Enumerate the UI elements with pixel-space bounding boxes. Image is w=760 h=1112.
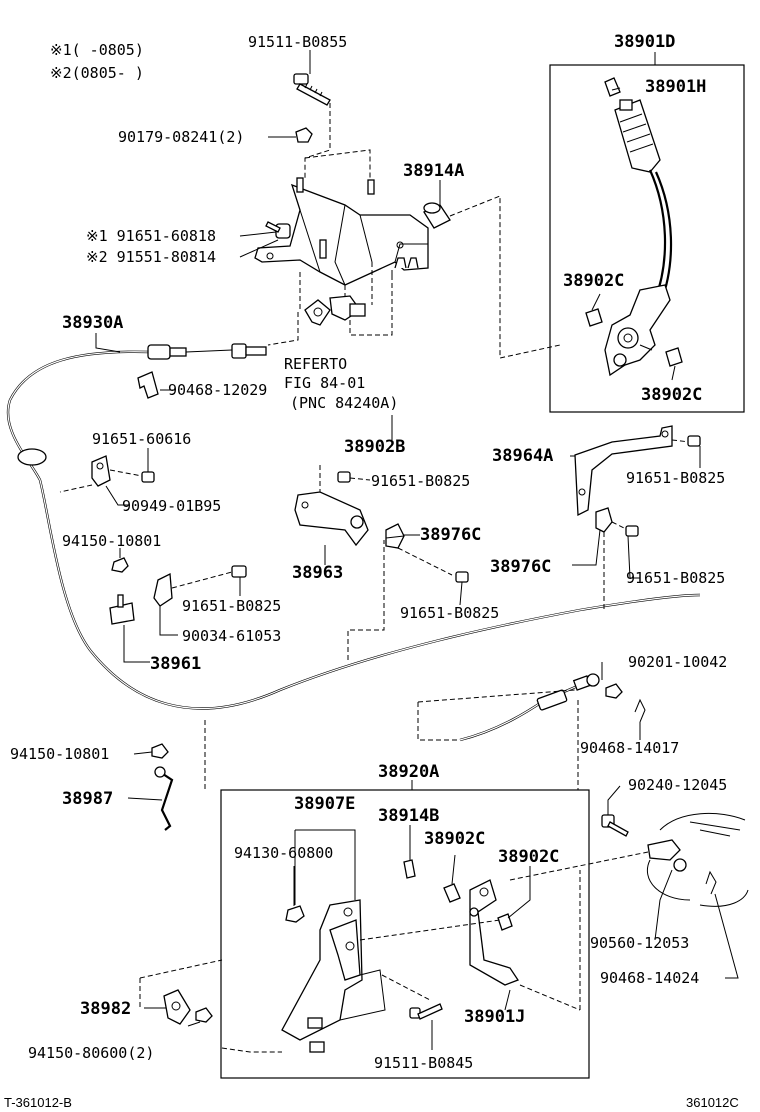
nut-90201-10042	[605, 683, 623, 699]
label-38901d: 38901D	[614, 32, 675, 52]
bracket-38907e	[281, 899, 386, 1053]
clip-90468-14024	[705, 870, 717, 895]
clamp-38976c-a	[385, 523, 405, 549]
bracket-38963	[294, 491, 369, 547]
clamp-90949	[91, 455, 111, 487]
note-1: ※1( -0805)	[50, 41, 144, 59]
nut-90179-08241	[295, 127, 313, 143]
lever-assembly-box	[549, 64, 745, 413]
label-38902b: 38902B	[344, 437, 405, 457]
note-2: ※2(0805- )	[50, 64, 144, 82]
bushing-38914b	[403, 859, 416, 879]
bolt-91511-b0845	[409, 1003, 443, 1020]
label-94150-10801-a: 94150-10801	[62, 532, 161, 550]
bracket-38961	[109, 572, 173, 625]
label-38982: 38982	[80, 999, 131, 1019]
label-90179-08241: 90179-08241(2)	[118, 128, 244, 146]
bushing-38914a	[423, 202, 451, 229]
label-38902c-right: 38902C	[641, 385, 702, 405]
clip-90468-12029	[137, 371, 159, 399]
label-38901j: 38901J	[464, 1007, 525, 1027]
label-90560-12053: 90560-12053	[590, 934, 689, 952]
label-38920a: 38920A	[378, 762, 439, 782]
footer-left-code: T-361012-B	[4, 1095, 72, 1110]
bushing-38902c-b	[665, 347, 683, 367]
clamp-38982	[163, 989, 191, 1025]
bushing-38902c-c	[443, 883, 461, 903]
label-91651-b0825-right: 91651-B0825	[626, 569, 725, 587]
label-91511-b0845: 91511-B0845	[374, 1054, 473, 1072]
label-91651-b0825-center: 91651-B0825	[400, 604, 499, 622]
bracket-38964a	[574, 425, 673, 517]
label-91551-80814: ※2 91551-80814	[86, 248, 216, 266]
label-94150-80600: 94150-80600(2)	[28, 1044, 154, 1062]
bolt-91511-b0855	[293, 73, 331, 106]
bolt-90240-12045	[601, 814, 629, 837]
shift-bracket-assembly-box	[220, 789, 590, 1079]
footer-right-code: 361012C	[686, 1095, 739, 1110]
label-38987: 38987	[62, 789, 113, 809]
label-90468-14024: 90468-14024	[600, 969, 699, 987]
label-38976c-a: 38976C	[420, 525, 481, 545]
label-38961: 38961	[150, 654, 201, 674]
label-91651-b0825-left: 91651-B0825	[182, 597, 281, 615]
label-90468-12029: 90468-12029	[168, 381, 267, 399]
label-91651-b0825-mid: 91651-B0825	[371, 472, 470, 490]
bolt-91651-60818	[265, 221, 291, 239]
shift-cable-38930a	[6, 343, 701, 710]
clamp-38976c-b	[595, 507, 613, 533]
bolt-91651-60616	[141, 471, 155, 483]
cable-clevis	[304, 295, 366, 326]
nut-94150-10801-b	[151, 743, 169, 759]
label-38930a: 38930A	[62, 313, 123, 333]
label-38902c-lower-b: 38902C	[498, 847, 559, 867]
clip-38987	[154, 766, 174, 831]
shift-lever-38901d	[604, 77, 673, 377]
transmission-housing	[647, 812, 749, 907]
label-90468-14017: 90468-14017	[580, 739, 679, 757]
label-fig-84-01: FIG 84-01	[284, 374, 365, 392]
label-91511-b0855: 91511-B0855	[248, 33, 347, 51]
bolt-small-d	[625, 525, 639, 537]
label-38963: 38963	[292, 563, 343, 583]
lever-38901j	[469, 879, 519, 986]
upper-bracket	[254, 177, 429, 286]
label-refer-to: REFERTO	[284, 355, 347, 373]
label-91651-60616: 91651-60616	[92, 430, 191, 448]
label-91651-60818: ※1 91651-60818	[86, 227, 216, 245]
label-94150-10801-b: 94150-10801	[10, 745, 109, 763]
label-38964a: 38964A	[492, 446, 553, 466]
nut-94130-60800	[285, 905, 305, 923]
label-38914a: 38914A	[403, 161, 464, 181]
bolt-small-c	[687, 435, 701, 447]
leader-lines	[95, 50, 739, 1050]
label-38914b: 38914B	[378, 806, 439, 826]
label-38902c-top: 38902C	[563, 271, 624, 291]
label-90949-01b95: 90949-01B95	[122, 497, 221, 515]
nut-94150-80600	[195, 1007, 213, 1023]
label-90201-10042: 90201-10042	[628, 653, 727, 671]
label-38976c-b: 38976C	[490, 557, 551, 577]
select-cable-lower	[459, 673, 600, 742]
bolt-91651-b0825-d	[231, 565, 247, 578]
label-38901h: 38901H	[645, 77, 706, 97]
label-pnc-84240a: (PNC 84240A)	[290, 394, 398, 412]
label-94130-60800: 94130-60800	[234, 844, 333, 862]
nut-94150-10801-a	[111, 557, 129, 573]
bushing-38902c-a	[585, 308, 603, 327]
label-38907e: 38907E	[294, 794, 355, 814]
clip-90468-14017	[634, 698, 646, 723]
bolt-small-a	[337, 471, 351, 483]
bolt-small-b	[455, 571, 469, 583]
label-90240-12045: 90240-12045	[628, 776, 727, 794]
label-91651-b0825-top-right: 91651-B0825	[626, 469, 725, 487]
label-90034-61053: 90034-61053	[182, 627, 281, 645]
label-38902c-lower-a: 38902C	[424, 829, 485, 849]
